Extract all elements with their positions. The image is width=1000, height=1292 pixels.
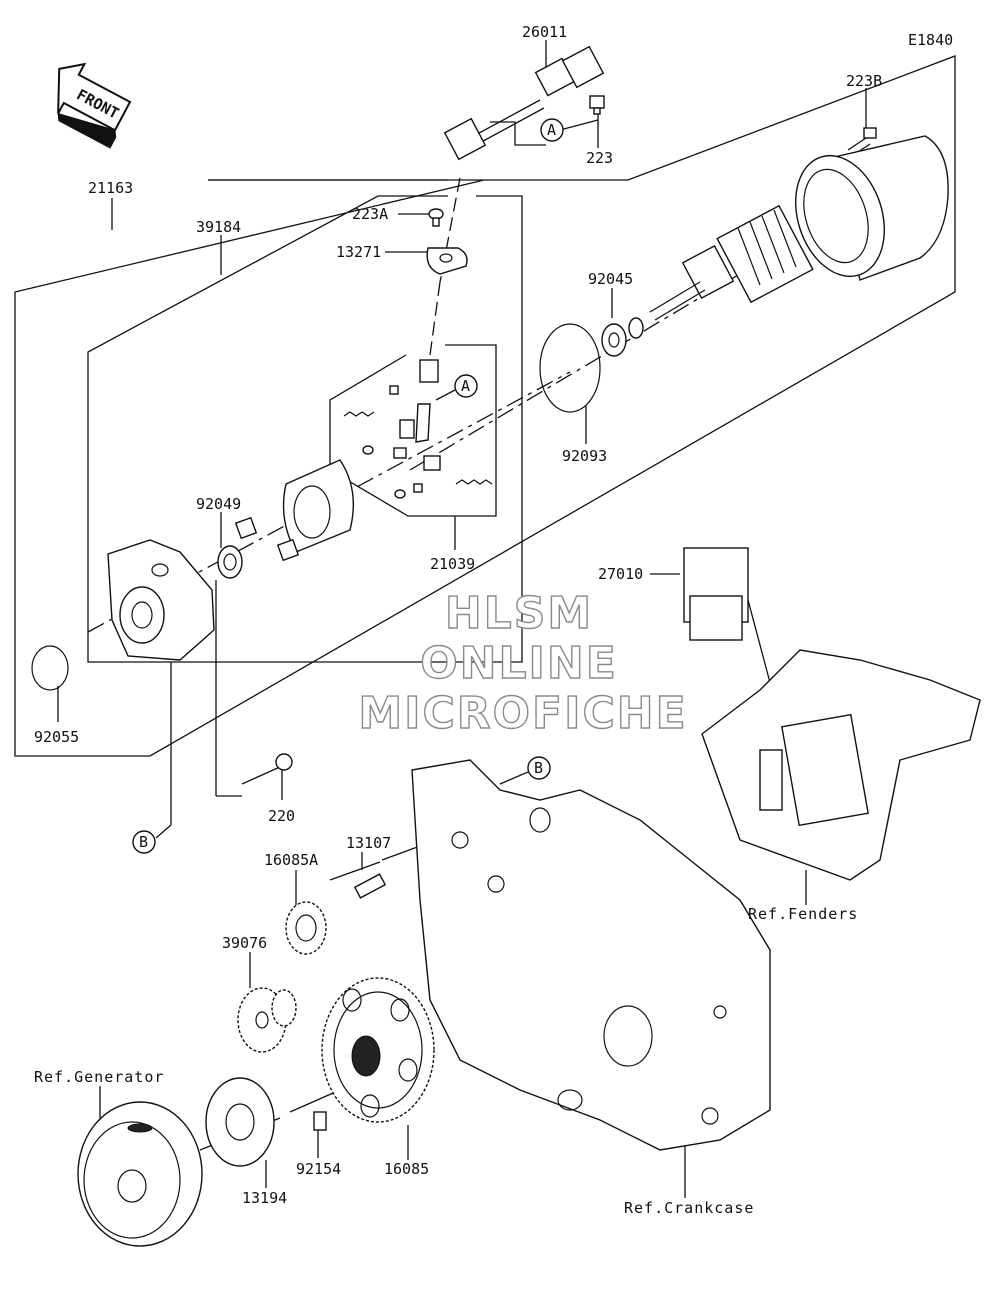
bolt-92154-part [313,1111,327,1131]
brush-assembly-outline-21039 [329,344,497,517]
label-92154: 92154 [296,1160,341,1178]
label-21163: 21163 [88,179,133,197]
fender-bracket-part [701,649,981,881]
label-13271: 13271 [336,243,381,261]
callout-a-top: A [540,118,564,142]
diagram-code: E1840 [908,31,953,49]
label-92045: 92045 [588,270,633,288]
label-16085: 16085 [384,1160,429,1178]
starter-relay-27010-part [683,547,749,641]
generator-rotor-part [77,1101,203,1247]
brush-holder-part [343,359,493,499]
label-92093: 92093 [562,447,607,465]
label-223: 223 [586,149,613,167]
crankcase-part [411,759,771,1151]
o-ring-92055-part [31,645,69,691]
label-21039: 21039 [430,555,475,573]
watermark-line-3: MICROFICHE [358,688,687,739]
callout-a-top-label: A [547,121,556,139]
label-39184: 39184 [196,218,241,236]
label-13194: 13194 [242,1189,287,1207]
label-16085A: 16085A [264,851,318,869]
plate-13271-part [426,247,468,275]
end-cover-part [234,459,355,562]
front-bracket-part [107,539,215,661]
label-223B: 223B [846,72,882,90]
shaft-13107-part [353,873,387,899]
callout-a-mid: A [435,374,478,401]
label-223A: 223A [352,205,388,223]
label-220: 220 [268,807,295,825]
label-92055: 92055 [34,728,79,746]
bolt-223-part [589,95,605,115]
terminal-connector-part [443,45,605,161]
callout-b-right: B [499,756,551,785]
watermark-line-1: HLSM [445,588,593,639]
screw-223A-part [428,208,444,227]
starter-clutch-13194-part [205,1077,275,1167]
callout-b-right-label: B [534,759,543,777]
watermark: HLSM ONLINE MICROFICHE [358,587,687,739]
callout-a-mid-label: A [461,377,470,395]
oil-seal-92049-part [217,545,243,579]
gear-16085A-part [285,901,327,955]
callout-b-left-label: B [139,833,148,851]
bearing-92045-part [601,317,644,357]
bolt-220-part [241,753,293,785]
o-ring-92093-part [539,323,601,413]
starter-motor-yoke-part [794,135,949,281]
ref-fenders: Ref.Fenders [748,905,858,923]
gear-16085-part [321,977,435,1123]
label-92049: 92049 [196,495,241,513]
gear-39076-part [237,987,297,1053]
label-27010: 27010 [598,565,643,583]
watermark-line-2: ONLINE [420,638,618,689]
assembly-outline-39184 [87,195,523,663]
label-13107: 13107 [346,834,391,852]
label-39076: 39076 [222,934,267,952]
ref-generator: Ref.Generator [34,1068,164,1086]
front-arrow-icon: FRONT [57,62,132,149]
callout-b-left: B [132,830,156,854]
label-26011: 26011 [522,23,567,41]
ref-crankcase: Ref.Crankcase [624,1199,754,1217]
armature-part [649,204,814,321]
